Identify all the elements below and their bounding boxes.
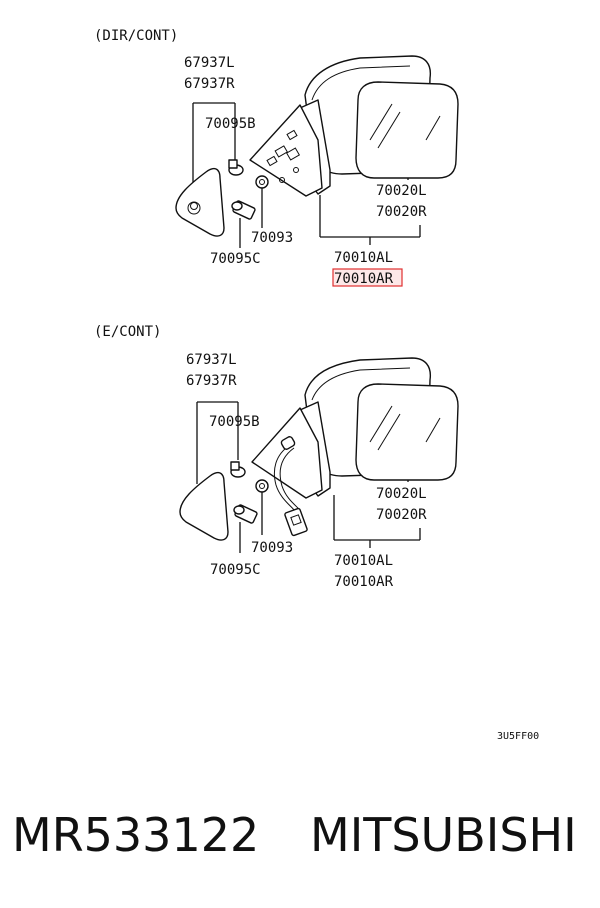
clip-70095b (228, 159, 244, 176)
label-70010al-2: 70010AL (334, 553, 393, 569)
label-70020l-2: 70020L (376, 486, 427, 502)
label-70093: 70093 (251, 230, 293, 246)
part-number: MR533122 (12, 808, 260, 862)
label-67937l: 67937L (184, 55, 235, 71)
nut-70095c (231, 200, 256, 220)
label-70010ar-2: 70010AR (334, 574, 394, 590)
label-70010ar-highlighted[interactable]: 70010AR (334, 271, 394, 287)
screw-70093 (255, 175, 269, 189)
label-70020l: 70020L (376, 183, 427, 199)
garnish-cover (175, 167, 225, 237)
label-70010al: 70010AL (334, 250, 393, 266)
label-70095c-2: 70095C (210, 562, 261, 578)
label-70020r: 70020R (376, 204, 427, 220)
label-70020r-2: 70020R (376, 507, 427, 523)
label-67937l-2: 67937L (186, 352, 237, 368)
footer: MR533122 MITSUBISHI (0, 800, 600, 880)
label-70095c: 70095C (210, 251, 261, 267)
brand-name: MITSUBISHI (310, 808, 577, 862)
mirror-glass (355, 81, 459, 179)
diagram-code: 3U5FF00 (497, 731, 539, 742)
section-dir-cont: (DIR/CONT) (94, 28, 459, 287)
section-heading-e-cont: (E/CONT) (94, 324, 161, 340)
highlight-box-70010ar (332, 268, 403, 287)
mirror-glass-2 (355, 383, 459, 481)
label-70095b: 70095B (205, 116, 256, 132)
clip-70095b-2 (230, 461, 246, 478)
garnish-cover-2 (179, 471, 229, 541)
label-67937r-2: 67937R (186, 373, 237, 389)
screw-70093-2 (255, 479, 269, 493)
label-70093-2: 70093 (251, 540, 293, 556)
section-heading-dir-cont: (DIR/CONT) (94, 28, 178, 44)
label-70095b-2: 70095B (209, 414, 260, 430)
label-67937r: 67937R (184, 76, 235, 92)
section-e-cont: (E/CONT) (94, 324, 459, 590)
nut-70095c-2 (233, 504, 258, 524)
